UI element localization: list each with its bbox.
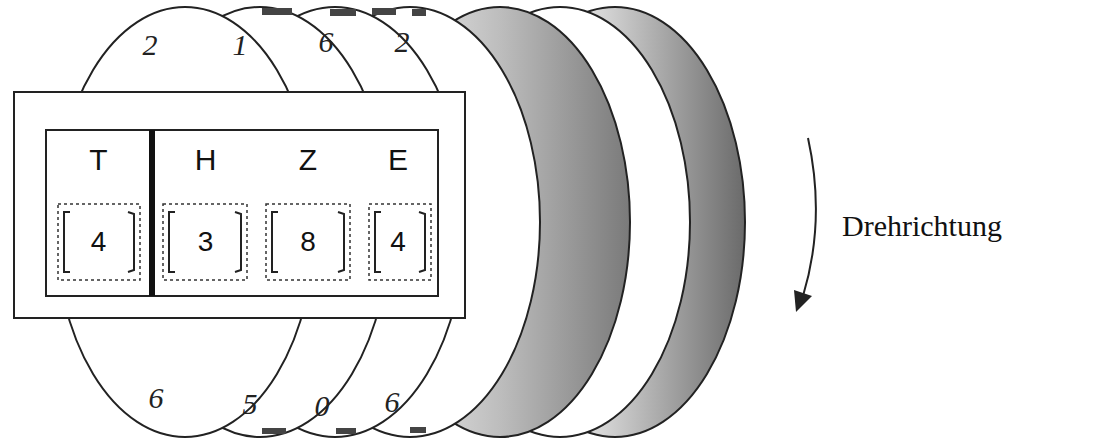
column-header: Z <box>256 130 360 190</box>
digit: 4 <box>390 226 406 258</box>
place-letter: Z <box>299 143 317 177</box>
place-letter: T <box>89 143 107 177</box>
digit-window: 8 <box>256 188 360 296</box>
rotation-arrow <box>794 138 816 312</box>
ring-number: 6 <box>385 385 400 419</box>
ring-number: 6 <box>319 25 334 59</box>
ring-number: 2 <box>395 25 410 59</box>
digit: 4 <box>91 226 107 258</box>
column-header: E <box>358 130 438 190</box>
ring-number: 1 <box>233 28 248 62</box>
place-letter: E <box>388 143 408 177</box>
ring-number: 0 <box>315 389 330 423</box>
ring-number: 6 <box>149 381 164 415</box>
column-header: H <box>153 130 258 190</box>
direction-label: Drehrichtung <box>842 209 1002 243</box>
column-header: T <box>46 130 151 190</box>
digit-windows <box>58 204 431 280</box>
digit: 3 <box>198 226 214 258</box>
digit-window: 3 <box>153 188 258 296</box>
ring-number: 2 <box>143 28 158 62</box>
digit: 8 <box>300 226 316 258</box>
digit-window: 4 <box>46 188 151 296</box>
window-brackets <box>64 212 425 272</box>
digit-window: 4 <box>358 188 438 296</box>
ring-number: 5 <box>243 387 258 421</box>
window-panel <box>14 92 465 318</box>
place-letter: H <box>195 143 217 177</box>
